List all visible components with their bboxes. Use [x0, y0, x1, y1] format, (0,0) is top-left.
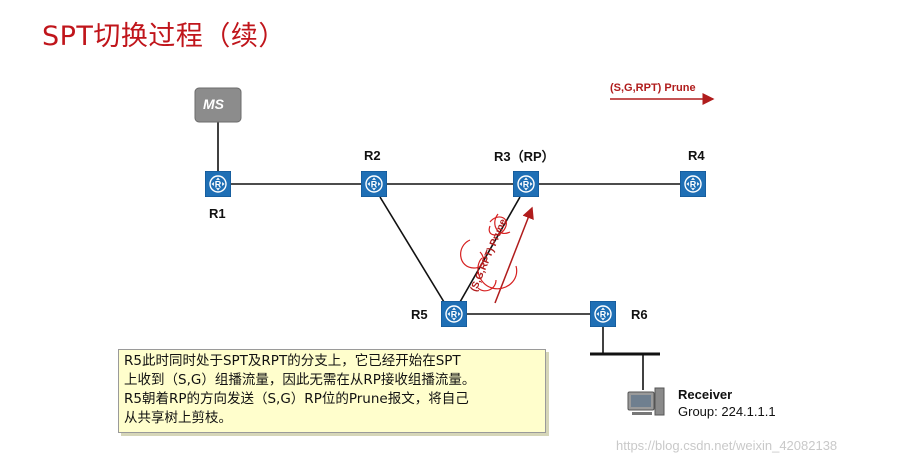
receiver-pc-icon: [627, 387, 665, 416]
ms-label: MS: [203, 96, 224, 112]
legend-label: (S,G,RPT) Prune: [610, 82, 696, 94]
prune-arrow: [494, 206, 534, 304]
router-r3-label: R3（RP）: [494, 149, 555, 164]
router-r6-label: R6: [631, 307, 648, 322]
router-r4-label: R4: [688, 148, 705, 163]
note-line: R5朝着RP的方向发送（S,G）RP位的Prune报文，将自己: [124, 391, 469, 407]
router-r6-icon: [590, 301, 616, 327]
note-line: 上收到（S,G）组播流量，因此无需在从RP接收组播流量。: [124, 372, 476, 388]
router-r4-icon: [680, 171, 706, 197]
link-r3-r5: [459, 196, 521, 303]
router-r1-label: R1: [209, 206, 226, 221]
explanation-note: R5此时同时处于SPT及RPT的分支上，它已经开始在SPT 上收到（S,G）组播…: [118, 349, 546, 433]
links: [217, 122, 680, 390]
router-r2-icon: [361, 171, 387, 197]
handwritten-annotation: [460, 213, 518, 292]
receiver-name: Receiver: [678, 387, 733, 402]
router-r5-icon: [441, 301, 467, 327]
page-title: SPT切换过程（续）: [42, 21, 286, 52]
watermark-text: https://blog.csdn.net/weixin_42082138: [616, 438, 838, 453]
receiver-group: Group: 224.1.1.1: [678, 404, 776, 419]
router-r3-icon: [513, 171, 539, 197]
note-line: 从共享树上剪枝。: [124, 410, 232, 426]
router-r2-label: R2: [364, 148, 381, 163]
link-r2-r5: [379, 196, 445, 303]
router-r1-icon: [205, 171, 231, 197]
router-r5-label: R5: [411, 307, 428, 322]
ms-node: [194, 87, 242, 123]
note-line: R5此时同时处于SPT及RPT的分支上，它已经开始在SPT: [124, 353, 461, 369]
